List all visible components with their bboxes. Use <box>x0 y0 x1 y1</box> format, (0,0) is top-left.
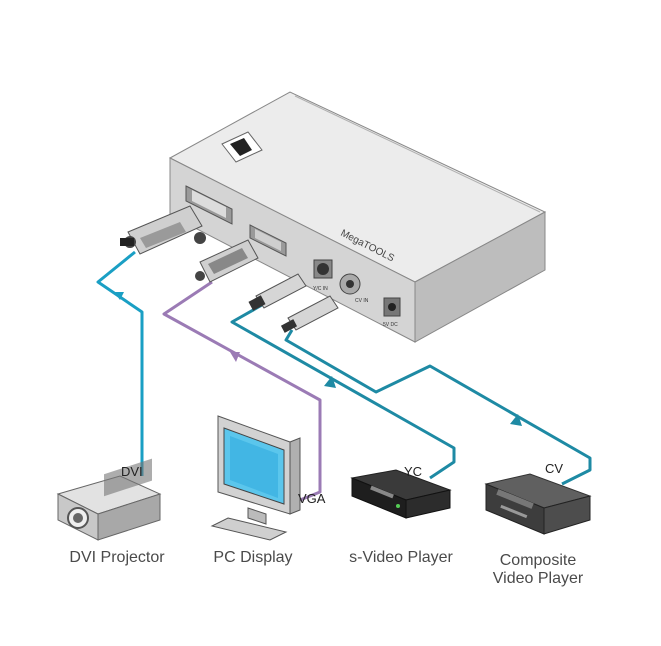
vga-connector <box>195 239 259 283</box>
cv-input-port: CV IN <box>339 273 369 304</box>
device-side <box>414 211 546 343</box>
cv-cable <box>284 329 592 486</box>
vga-tag: VGA <box>298 491 326 506</box>
svideo-connector <box>248 273 307 311</box>
cv-cable-arrow <box>510 414 522 426</box>
pc-display-caption: PC Display <box>213 549 293 566</box>
cv-tag: CV <box>545 461 564 476</box>
power-port-label: 5V DC <box>383 322 398 328</box>
cv-port-label: CV IN <box>355 298 369 304</box>
vga-output-port <box>249 224 287 257</box>
s-video-player-caption: s-Video Player <box>349 549 453 566</box>
dvi-projector-caption: DVI Projector <box>69 549 165 566</box>
scaler-device: MegaTOOLS Y/C IN CV IN 5V DC <box>168 91 547 343</box>
composite-video-player <box>484 473 592 535</box>
dvi-cable <box>96 250 144 476</box>
composite-video-player-caption-line1: Composite <box>499 552 577 569</box>
dvi-output-port <box>185 185 233 225</box>
vga-cable <box>162 280 322 502</box>
yc-tag: YC <box>404 464 423 479</box>
rca-connector <box>280 295 339 333</box>
yc-port-label: Y/C IN <box>313 286 328 292</box>
pc-display <box>210 415 301 541</box>
vga-cable-arrow <box>230 352 240 362</box>
composite-video-player-caption-line2: Video Player <box>492 570 584 587</box>
yc-cable <box>230 303 456 480</box>
power-port: 5V DC <box>383 297 401 328</box>
yc-cable-arrow <box>324 376 336 388</box>
dvi-cable-arrow <box>114 292 124 300</box>
yc-input-port: Y/C IN <box>313 259 333 292</box>
kramer-logo <box>221 131 263 163</box>
dvi-tag: DVI <box>121 464 143 479</box>
dvi-connector <box>120 205 206 255</box>
dvi-projector <box>56 458 162 541</box>
s-video-player <box>350 469 452 519</box>
